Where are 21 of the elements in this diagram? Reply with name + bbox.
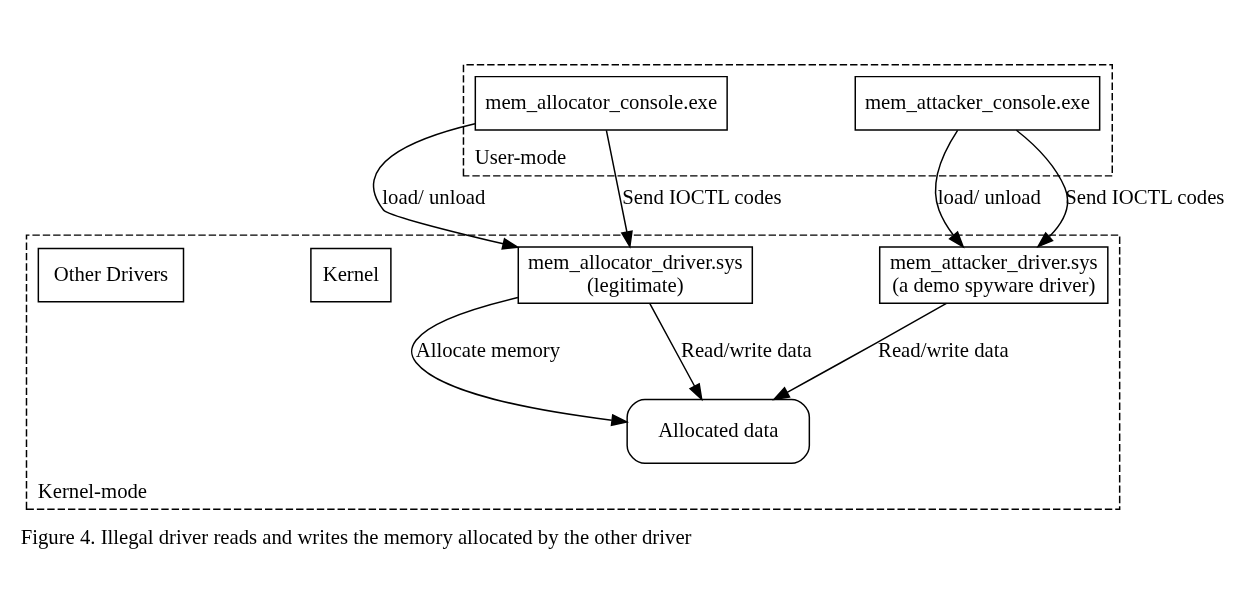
node-box: mem_allocator_driver.sys (legitimate) [517, 245, 754, 304]
arrow [934, 129, 965, 248]
edge-label: load/ unload [937, 185, 1041, 208]
node-box: mem_attacker_console.exe [854, 75, 1101, 131]
node-box: Kernel [310, 247, 392, 302]
node-box: mem_attacker_driver.sys (a demo spyware driver) [878, 245, 1109, 304]
arrow [410, 296, 630, 426]
node-box: Other Drivers [37, 247, 185, 302]
caption: Figure 4. Illegal driver reads and writes the memory allocated by the other driver [20, 525, 692, 548]
edge-label: Read/write data [878, 338, 1009, 361]
node-box: Allocated data [626, 398, 811, 464]
edge-label: Allocate memory [415, 338, 561, 361]
arrow [1015, 129, 1069, 248]
arrow [649, 302, 703, 401]
arrow [373, 122, 520, 250]
arrow [772, 302, 948, 401]
arrow [605, 129, 633, 249]
edge-label: load/ unload [382, 185, 486, 208]
node-box: mem_allocator_console.exe [474, 75, 728, 131]
edge-label: Read/write data [681, 338, 812, 361]
edge-label: Send IOCTL codes [622, 185, 782, 208]
